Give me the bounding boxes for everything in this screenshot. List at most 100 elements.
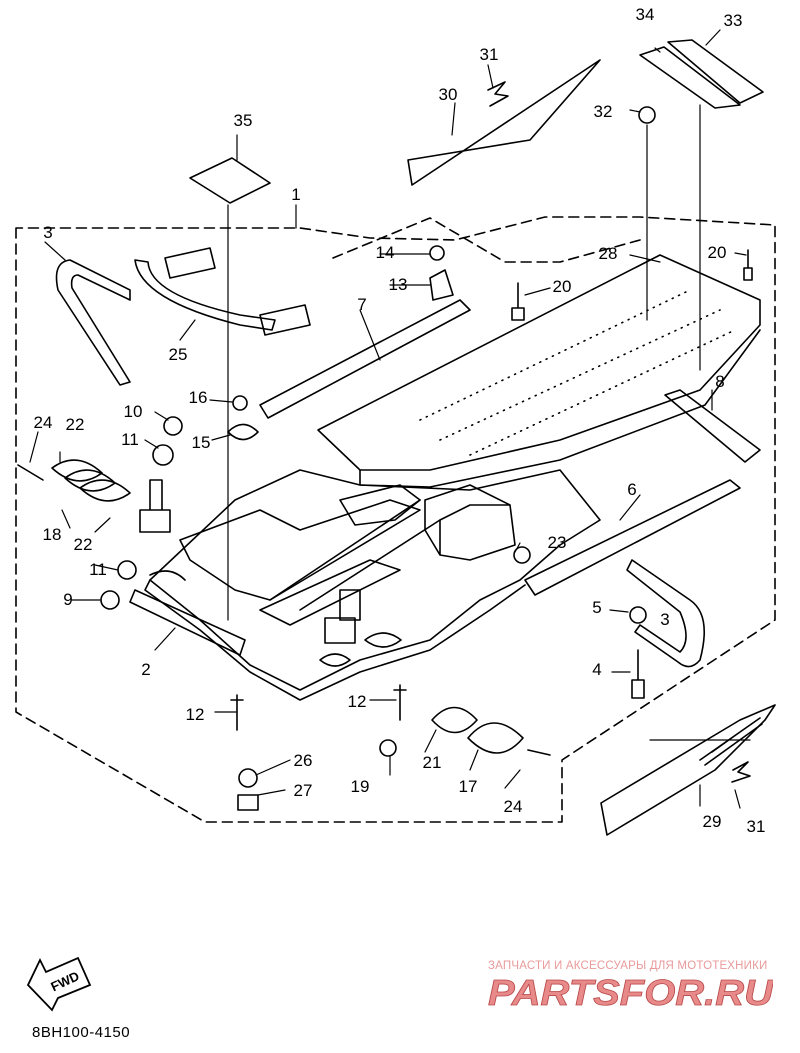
callout-32: 32	[594, 102, 613, 121]
bolt-24b	[527, 749, 551, 756]
gasket-17	[467, 722, 524, 754]
callout-24: 24	[504, 797, 523, 816]
callout-31: 31	[480, 45, 499, 64]
grommet-26	[238, 768, 258, 788]
bolt-12a	[230, 694, 244, 731]
bolt-12b	[393, 684, 407, 721]
emblem-31-top	[487, 81, 509, 107]
callout-26: 26	[294, 751, 313, 770]
bar-2	[129, 589, 246, 656]
callout-33: 33	[724, 11, 743, 30]
callout-18: 18	[43, 525, 62, 544]
chassis-cutout-1	[319, 653, 351, 667]
callout-15: 15	[192, 433, 211, 452]
callout-12: 12	[348, 692, 367, 711]
callout-24: 24	[34, 413, 53, 432]
assembly-boundary	[15, 216, 776, 823]
callout-28: 28	[599, 244, 618, 263]
grommet-11a	[152, 444, 174, 466]
tunnel-28-edge	[359, 329, 761, 488]
bumper-25-brackets	[164, 247, 311, 336]
cap-16	[232, 395, 248, 411]
watermark-logo-text: PARTSFOR.RU	[488, 974, 773, 1010]
cap-32	[638, 106, 656, 124]
callout-23: 23	[548, 533, 567, 552]
spindle-left	[139, 479, 171, 533]
callout-30: 30	[439, 85, 458, 104]
decal-29	[600, 704, 776, 836]
rail-8	[664, 389, 761, 463]
tunnel-28	[317, 254, 761, 471]
callout-3: 3	[43, 223, 52, 242]
decal-34	[639, 46, 741, 109]
callout-6: 6	[627, 480, 636, 499]
grommet-19	[379, 739, 397, 757]
callout-17: 17	[459, 777, 478, 796]
sub-boundary-upper	[332, 217, 641, 263]
callout-27: 27	[294, 781, 313, 800]
spindle-right	[324, 589, 361, 644]
nut-14	[429, 245, 445, 261]
grommet-10	[163, 416, 183, 436]
decal-33	[667, 39, 764, 104]
plate-15	[227, 423, 259, 441]
callout-7: 7	[357, 295, 366, 314]
part-code: 8BH100-4150	[32, 1024, 131, 1041]
callout-29: 29	[703, 812, 722, 831]
callout-31: 31	[747, 817, 766, 836]
bolt-4	[631, 649, 645, 699]
bumper-25	[134, 259, 276, 331]
decal-29-stripes	[699, 717, 763, 766]
callout-5: 5	[592, 598, 601, 617]
callout-20: 20	[553, 277, 572, 296]
grommet-27	[237, 794, 259, 811]
callout-11: 11	[121, 430, 139, 449]
diag-strut	[269, 499, 441, 611]
gaskets-22	[51, 459, 131, 502]
callout-9: 9	[63, 590, 72, 609]
grommet-11b	[117, 560, 137, 580]
leader-lines	[29, 29, 751, 809]
watermark-caption: ЗАПЧАСТИ И АКСЕССУАРЫ ДЛЯ МОТОТЕХНИКИ	[488, 960, 768, 972]
washer-9	[100, 590, 120, 610]
decal-35	[189, 157, 271, 204]
chassis-frame	[149, 469, 601, 691]
chassis-cutout-3	[149, 570, 186, 581]
nut-5	[629, 606, 647, 624]
emblem-31-bottom	[731, 761, 751, 783]
callout-4: 4	[592, 660, 601, 679]
engine-mount	[424, 484, 516, 561]
callout-35: 35	[234, 111, 253, 130]
watermark-logo: PARTSFOR.RU	[488, 974, 773, 1010]
callout-11: 11	[89, 560, 107, 579]
bumper-3-right	[626, 559, 706, 668]
callout-22: 22	[66, 415, 85, 434]
cross-member-2	[259, 559, 401, 626]
callout-21: 21	[423, 753, 442, 772]
callout-19: 19	[351, 777, 370, 796]
gasket-21	[431, 706, 478, 734]
callout-3: 3	[660, 610, 669, 629]
bolt-24a	[17, 464, 44, 481]
cap-23	[513, 546, 531, 564]
fwd-arrow: FWD	[26, 956, 92, 1012]
bolt-20a	[511, 282, 525, 321]
engine-mount-2	[339, 484, 421, 526]
chassis-frame-lower	[144, 579, 526, 701]
callout-13: 13	[389, 275, 408, 294]
bracket-13	[429, 269, 454, 301]
callout-12: 12	[186, 705, 205, 724]
rail-7	[259, 299, 471, 419]
cross-member	[179, 499, 421, 601]
callout-10: 10	[124, 402, 143, 421]
callout-14: 14	[376, 243, 395, 262]
callouts: 1233456789101111121213141516171819202021…	[34, 5, 766, 836]
callout-34: 34	[636, 5, 655, 24]
bolt-20b	[743, 249, 753, 281]
callout-16: 16	[189, 388, 208, 407]
bumper-3-left	[55, 259, 131, 386]
tunnel-28-rivets	[419, 289, 736, 456]
callout-2: 2	[141, 660, 150, 679]
callout-25: 25	[169, 345, 188, 364]
